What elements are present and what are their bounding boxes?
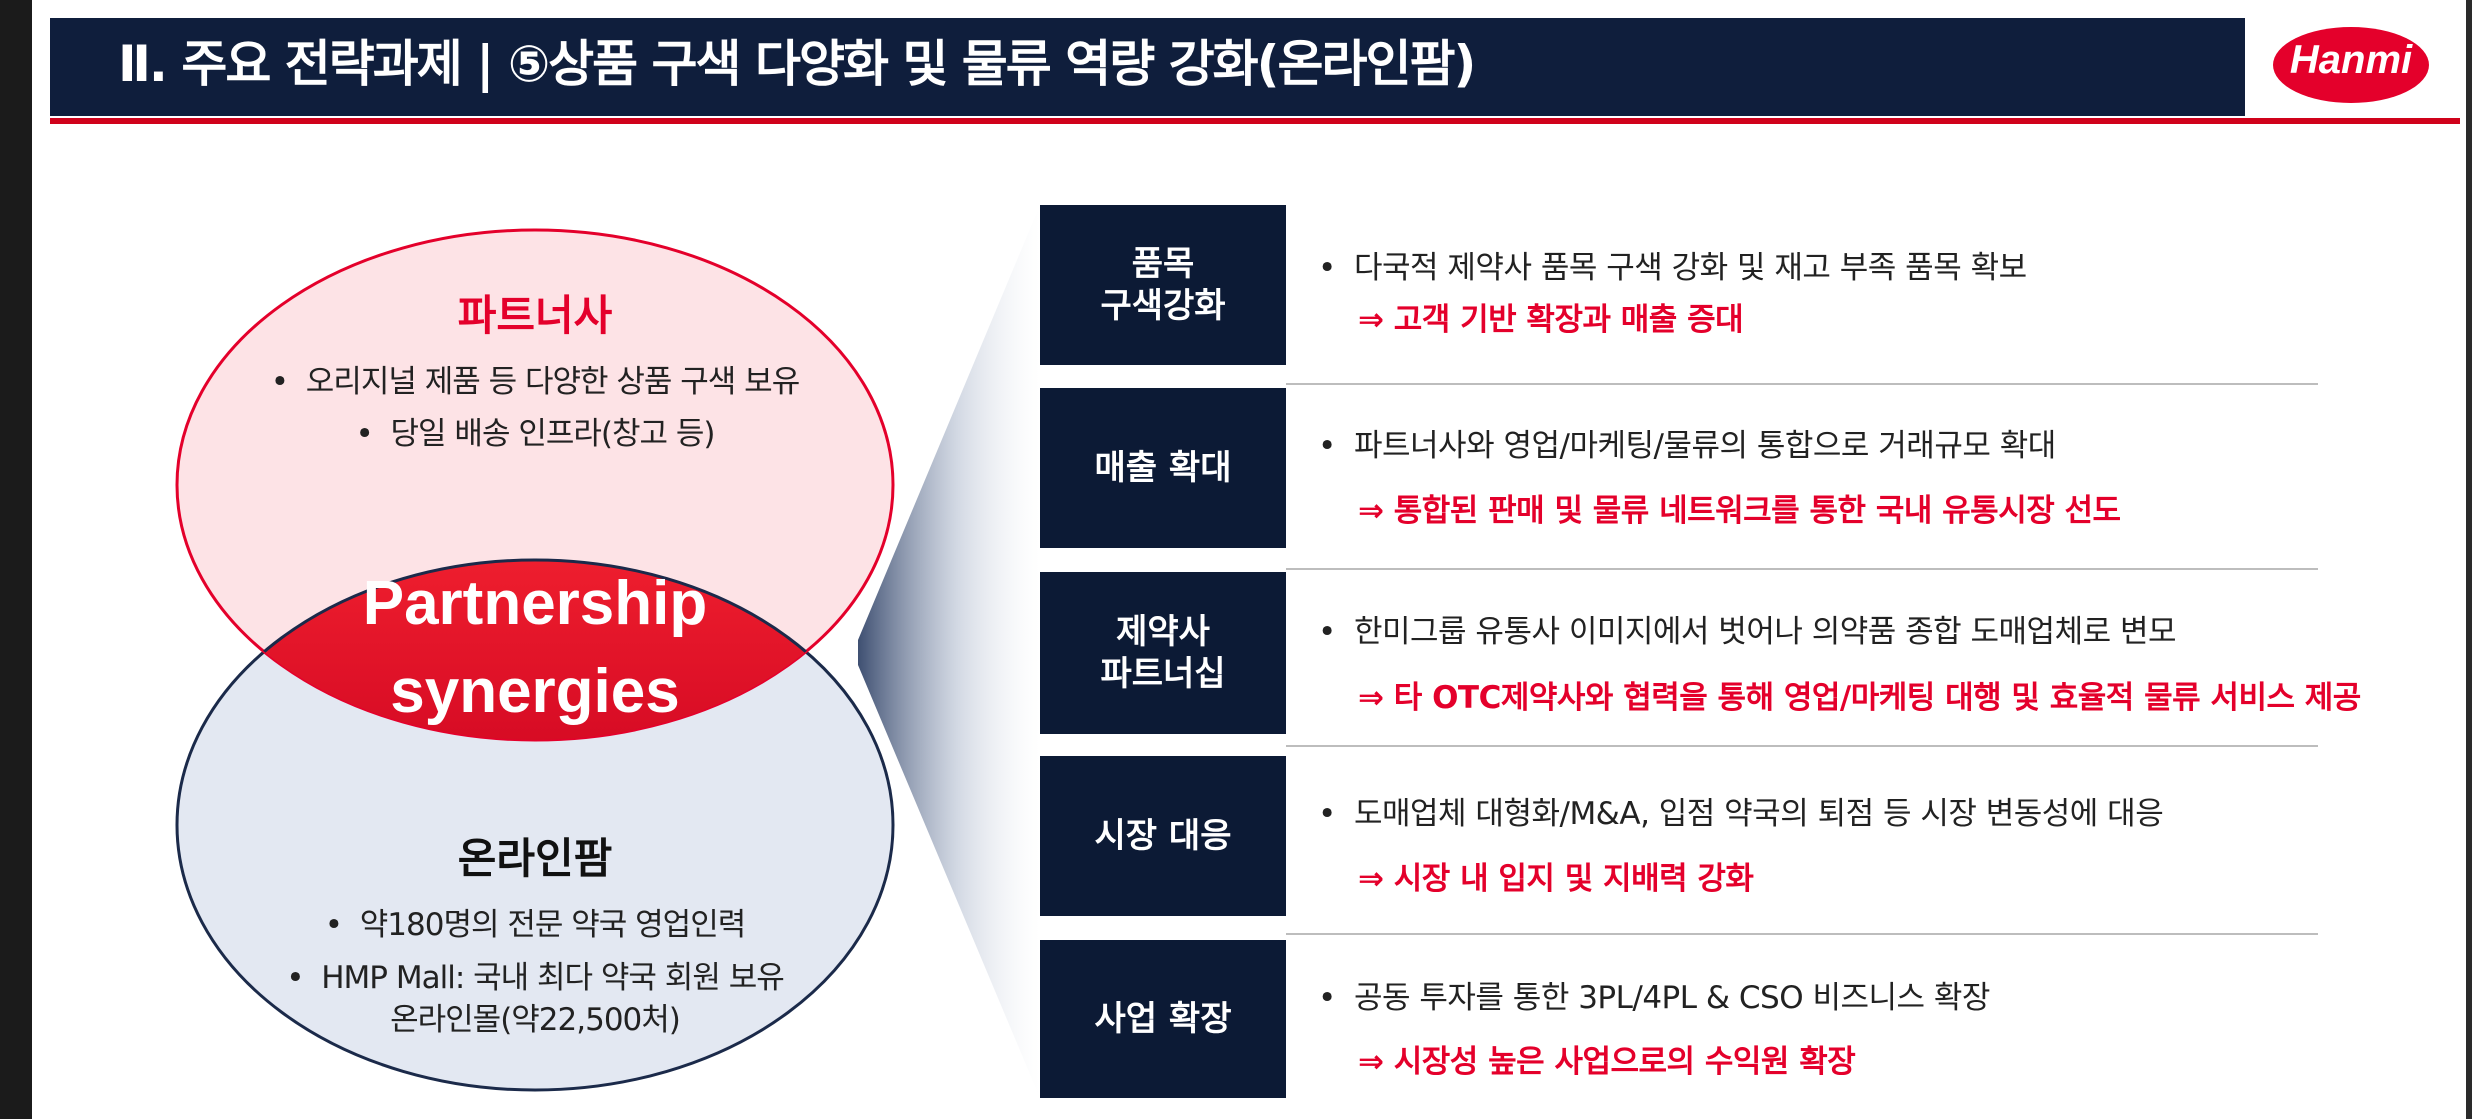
bullet-dot: • <box>270 364 289 400</box>
row-result: ⇒ 타 OTC제약사와 협력을 통해 영업/마케팅 대행 및 효율적 물류 서비… <box>1358 680 2361 716</box>
row-description-text: 도매업체 대형화/M&A, 입점 약국의 퇴점 등 시장 변동성에 대응 <box>1354 796 2164 832</box>
online-bullet-text: HMP Mall: 국내 최다 약국 회원 보유 <box>321 960 784 996</box>
row-description: • 한미그룹 유통사 이미지에서 벗어나 의약품 종합 도매업체로 변모 <box>1318 606 2177 651</box>
category-box: 사업 확장 <box>1040 940 1286 1098</box>
row-description: • 공동 투자를 통한 3PL/4PL & CSO 비즈니스 확장 <box>1318 972 1990 1017</box>
partner-bullet-text: 당일 배송 인프라(창고 등) <box>390 416 716 452</box>
hanmi-logo <box>2273 27 2429 103</box>
bullet-dot: • <box>1318 614 1336 650</box>
partner-bullet-text: 오리지널 제품 등 다양한 상품 구색 보유 <box>305 364 800 400</box>
row-description: • 다국적 제약사 품목 구색 강화 및 재고 부족 품목 확보 <box>1318 242 2027 287</box>
row-divider <box>1286 933 2318 935</box>
synergy-overlap <box>177 560 893 740</box>
bullet-dot: • <box>1318 980 1336 1016</box>
row-divider <box>1286 745 2318 747</box>
row-description-text: 파트너사와 영업/마케팅/물류의 통합으로 거래규모 확대 <box>1354 428 2056 464</box>
category-box: 매출 확대 <box>1040 388 1286 548</box>
row-result: ⇒ 시장성 높은 사업으로의 수익원 확장 <box>1358 1044 1856 1080</box>
bullet-dot: • <box>286 960 304 996</box>
bullet-dot: • <box>1318 428 1336 464</box>
synergy-label-line1: Partnership <box>362 569 708 638</box>
online-bullet-text: 약180명의 전문 약국 영업인력 <box>359 907 746 943</box>
bullet-dot: • <box>324 907 343 943</box>
row-result: ⇒ 고객 기반 확장과 매출 증대 <box>1358 302 1744 338</box>
row-description-text: 다국적 제약사 품목 구색 강화 및 재고 부족 품목 확보 <box>1354 250 2027 286</box>
online-bullet-continued: 온라인몰(약22,500처) <box>390 1002 681 1038</box>
page-title: Ⅱ. 주요 전략과제 | ⑤상품 구색 다양화 및 물류 역량 강화(온라인팜) <box>118 35 1476 93</box>
synergy-label-line2: synergies <box>390 657 680 726</box>
online-bullet: • 약180명의 전문 약국 영업인력 <box>190 899 880 944</box>
header-bar <box>50 18 2245 116</box>
online-title: 온라인팜 <box>457 834 613 883</box>
row-description: • 도매업체 대형화/M&A, 입점 약국의 퇴점 등 시장 변동성에 대응 <box>1318 788 2164 833</box>
row-divider <box>1286 383 2318 385</box>
bullet-dot: • <box>355 416 374 452</box>
category-box: 품목 구색강화 <box>1040 205 1286 365</box>
partner-title: 파트너사 <box>457 291 613 340</box>
bullet-dot: • <box>1318 250 1336 286</box>
category-box: 시장 대응 <box>1040 756 1286 916</box>
partner-bullet: • 오리지널 제품 등 다양한 상품 구색 보유 <box>190 356 880 401</box>
right-edge-strip <box>2466 0 2472 1119</box>
partner-bullet: • 당일 배송 인프라(창고 등) <box>190 408 880 453</box>
header-underline <box>50 118 2460 124</box>
row-divider <box>1286 568 2318 570</box>
row-result: ⇒ 통합된 판매 및 물류 네트워크를 통한 국내 유통시장 선도 <box>1358 493 2121 529</box>
row-description: • 파트너사와 영업/마케팅/물류의 통합으로 거래규모 확대 <box>1318 420 2056 465</box>
row-result: ⇒ 시장 내 입지 및 지배력 강화 <box>1358 861 1754 897</box>
category-box: 제약사 파트너십 <box>1040 572 1286 734</box>
left-edge-strip <box>0 0 32 1119</box>
bullet-dot: • <box>1318 796 1336 832</box>
row-description-text: 한미그룹 유통사 이미지에서 벗어나 의약품 종합 도매업체로 변모 <box>1354 614 2177 650</box>
online-bullet: • HMP Mall: 국내 최다 약국 회원 보유 <box>190 952 880 997</box>
hanmi-logo-text: Hanmi <box>2289 38 2413 82</box>
row-description-text: 공동 투자를 통한 3PL/4PL & CSO 비즈니스 확장 <box>1354 980 1990 1016</box>
venn-diagram <box>175 228 895 1092</box>
